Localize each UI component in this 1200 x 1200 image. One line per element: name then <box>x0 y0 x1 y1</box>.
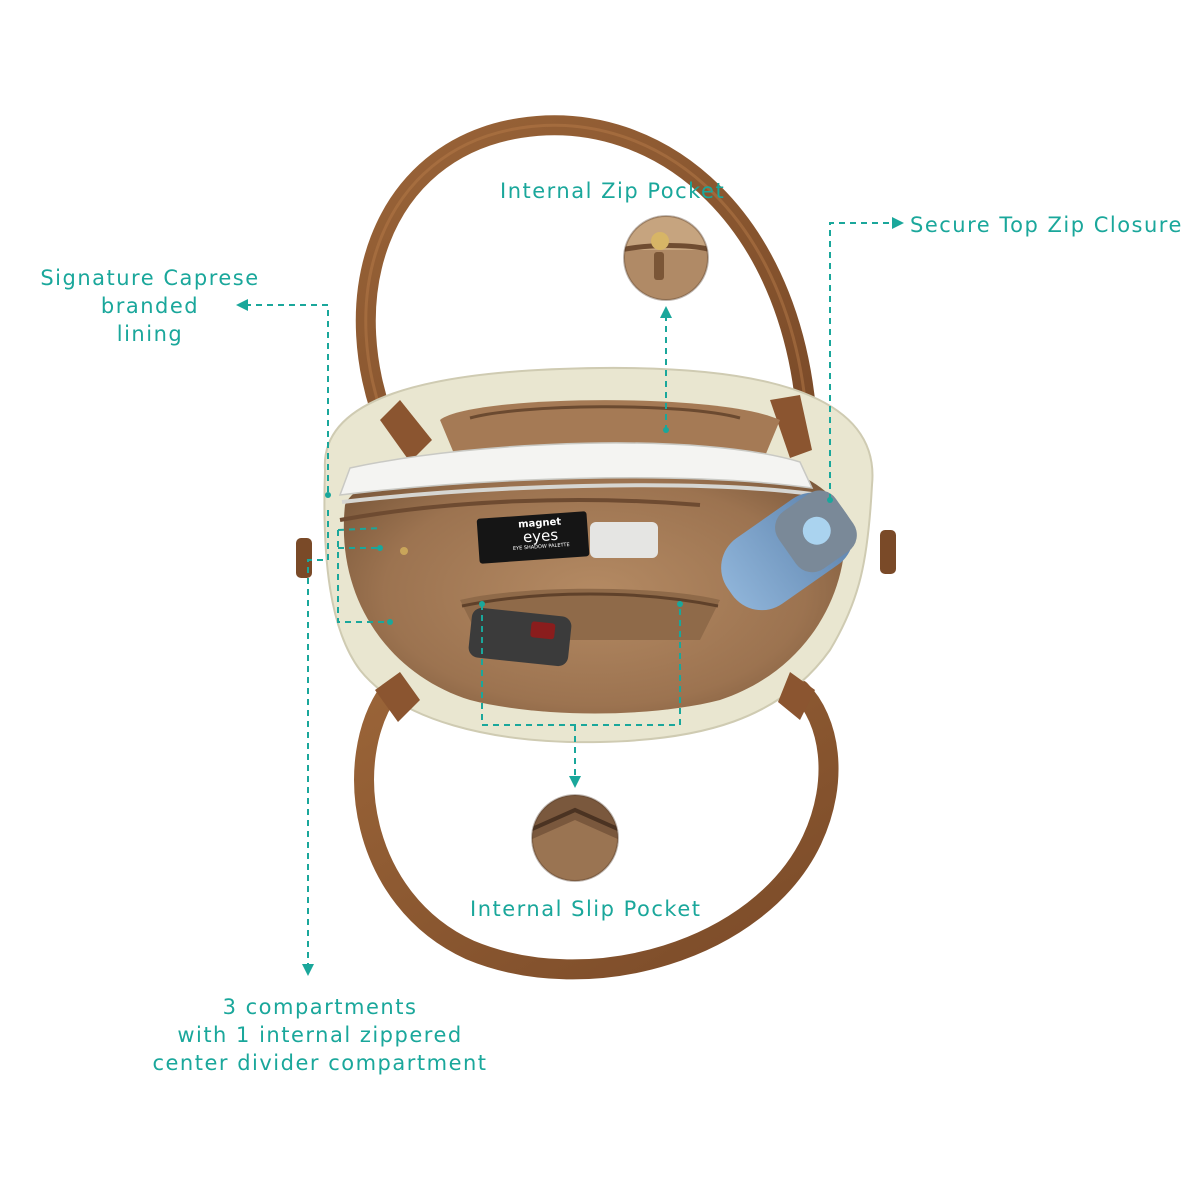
slip-pocket-detail <box>532 795 618 881</box>
bottom-handle <box>354 680 839 980</box>
label-signature-lining-line-2: branded <box>100 294 200 318</box>
label-internal-slip-pocket-text: Internal Slip Pocket <box>470 897 702 921</box>
notebook <box>338 442 814 496</box>
label-signature-lining-line-1: Signature Caprese <box>40 266 260 290</box>
label-compartments: 3 compartments with 1 internal zippered … <box>120 993 520 1077</box>
label-internal-zip-pocket-text: Internal Zip Pocket <box>500 179 726 203</box>
label-compartments-line-1: 3 compartments <box>222 995 418 1019</box>
water-bottle <box>721 490 857 611</box>
label-signature-lining: Signature Caprese branded lining <box>40 264 260 348</box>
label-internal-zip-pocket: Internal Zip Pocket <box>500 177 725 205</box>
phone <box>468 607 572 667</box>
label-signature-lining-line-3: lining <box>116 322 184 346</box>
label-secure-top-zip-closure-text: Secure Top Zip Closure <box>910 213 1183 237</box>
zip-pocket-detail <box>624 216 708 300</box>
label-secure-top-zip-closure: Secure Top Zip Closure <box>910 211 1183 239</box>
label-internal-slip-pocket: Internal Slip Pocket <box>470 895 702 923</box>
label-compartments-line-3: center divider compartment <box>152 1051 488 1075</box>
palette-label: magnet eyes EYE SHADOW PALETTE <box>511 516 570 553</box>
label-compartments-line-2: with 1 internal zippered <box>177 1023 463 1047</box>
eyeshadow-palette <box>476 511 590 564</box>
